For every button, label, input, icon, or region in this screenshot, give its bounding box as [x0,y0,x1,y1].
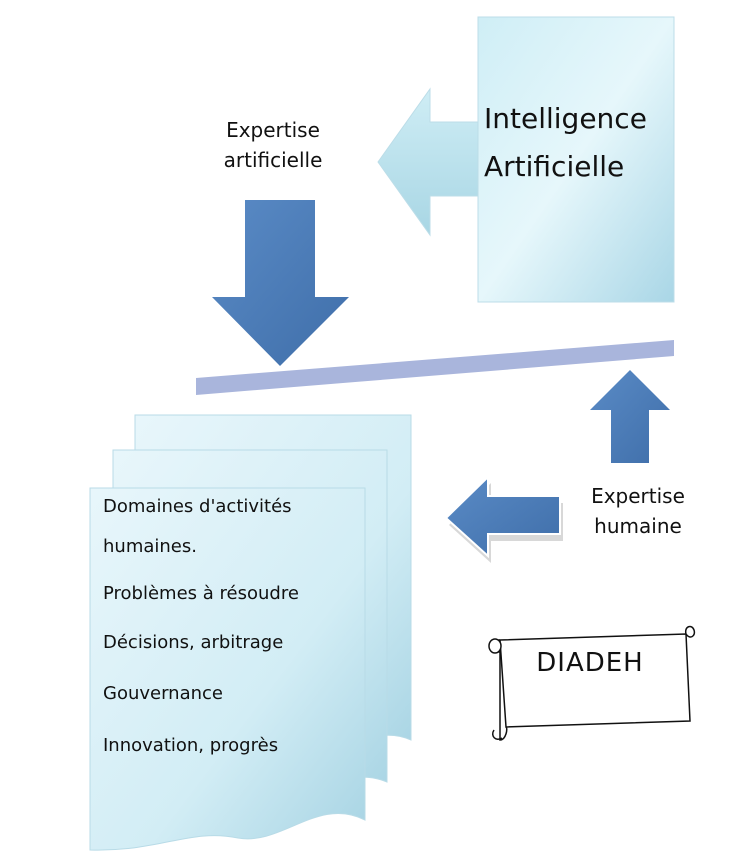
ai-title-line1: Intelligence [484,102,647,135]
document-item: Décisions, arbitrage [103,632,284,653]
ai-box [477,16,675,303]
expertise-artificielle-line2: artificielle [223,148,323,172]
ai-box-title: Intelligence Artificielle [484,95,647,191]
document-item: Problèmes à résoudre [103,583,299,604]
left-dark-arrow [444,474,561,559]
document-item: Innovation, progrès [103,735,279,756]
scroll [488,625,696,741]
left-light-arrow [377,87,479,237]
scroll-label: DIADEH [536,648,644,678]
down-arrow [212,200,349,366]
document-item: humaines. [103,536,197,557]
document-item: Gouvernance [103,683,223,704]
up-arrow [590,370,670,463]
expertise-humaine-line1: Expertise [591,484,685,508]
expertise-artificielle-line1: Expertise [226,118,320,142]
tilted-bar [196,340,674,395]
document-front [89,487,366,851]
document-item: Domaines d'activités [103,496,292,517]
ai-title-line2: Artificielle [484,150,625,183]
expertise-artificielle-label: Expertise artificielle [198,115,348,175]
expertise-humaine-label: Expertise humaine [568,481,708,541]
expertise-humaine-line2: humaine [594,514,682,538]
